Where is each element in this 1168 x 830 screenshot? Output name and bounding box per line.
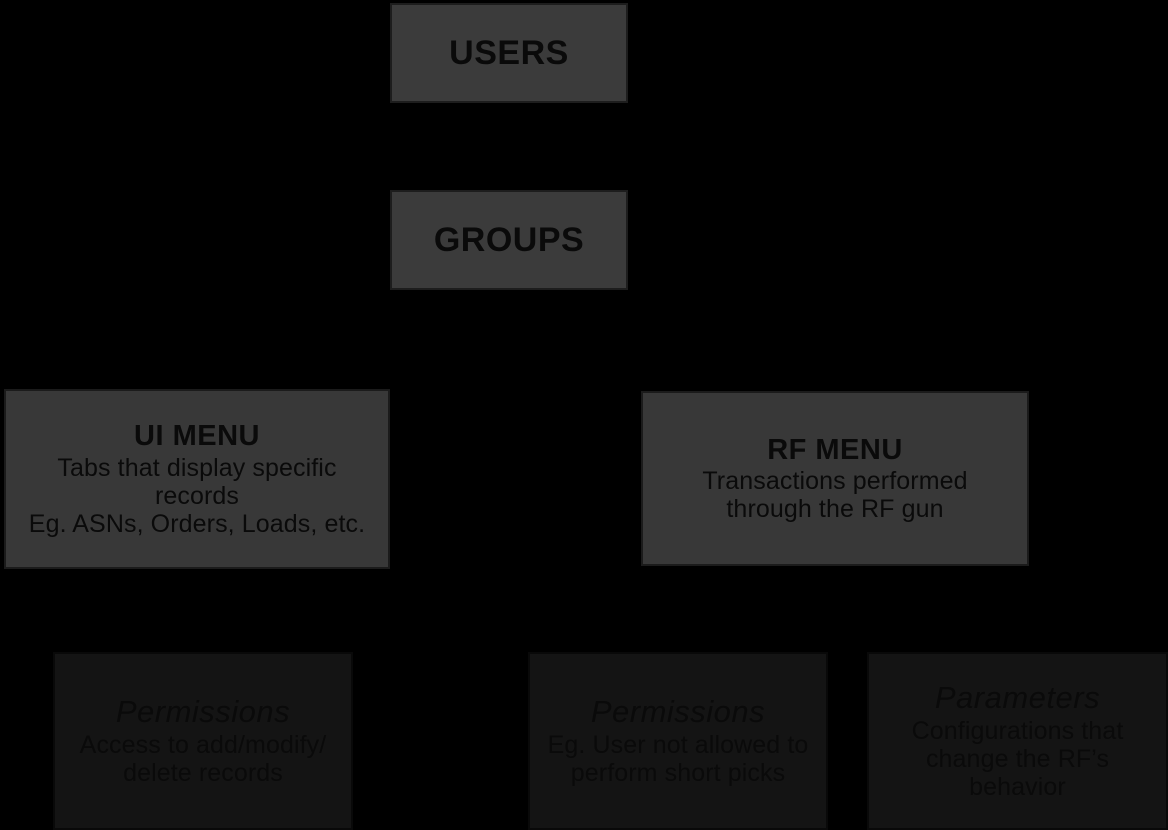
node-rf-menu[interactable]: RF MENU Transactions performed through t… [641,391,1029,566]
node-ui-menu-desc-line-2: records [154,481,240,510]
node-rf-parameters[interactable]: Parameters Configurations that change th… [867,652,1168,830]
node-groups-title: GROUPS [433,220,585,259]
node-rf-parameters-desc-line-3: behavior [969,772,1066,801]
node-rf-permissions[interactable]: Permissions Eg. User not allowed to perf… [528,652,828,830]
node-rf-menu-title: RF MENU [767,433,903,466]
node-users[interactable]: USERS [390,3,628,103]
node-rf-menu-desc-line-2: through the RF gun [726,495,944,524]
node-ui-menu-desc-line-3: Eg. ASNs, Orders, Loads, etc. [28,509,366,538]
node-rf-permissions-desc-line-1: Eg. User not allowed to [547,730,809,759]
node-rf-permissions-desc-line-2: perform short picks [570,758,786,787]
node-ui-menu-title: UI MENU [134,420,260,453]
node-ui-permissions-desc-line-1: Access to add/modify/ [79,730,327,759]
node-ui-menu[interactable]: UI MENU Tabs that display specific recor… [4,389,390,569]
node-rf-parameters-desc-line-1: Configurations that [911,716,1124,745]
node-ui-permissions-desc-line-2: delete records [123,758,283,787]
node-ui-menu-desc-line-1: Tabs that display specific [57,453,337,482]
node-users-title: USERS [449,33,569,72]
node-rf-permissions-title: Permissions [590,694,766,730]
node-rf-menu-desc-line-1: Transactions performed [702,467,968,496]
node-rf-parameters-title: Parameters [934,680,1101,716]
node-ui-permissions-title: Permissions [115,694,291,730]
node-ui-permissions[interactable]: Permissions Access to add/modify/ delete… [53,652,353,830]
node-groups[interactable]: GROUPS [390,190,628,290]
node-rf-parameters-desc-line-2: change the RF’s [925,744,1110,773]
